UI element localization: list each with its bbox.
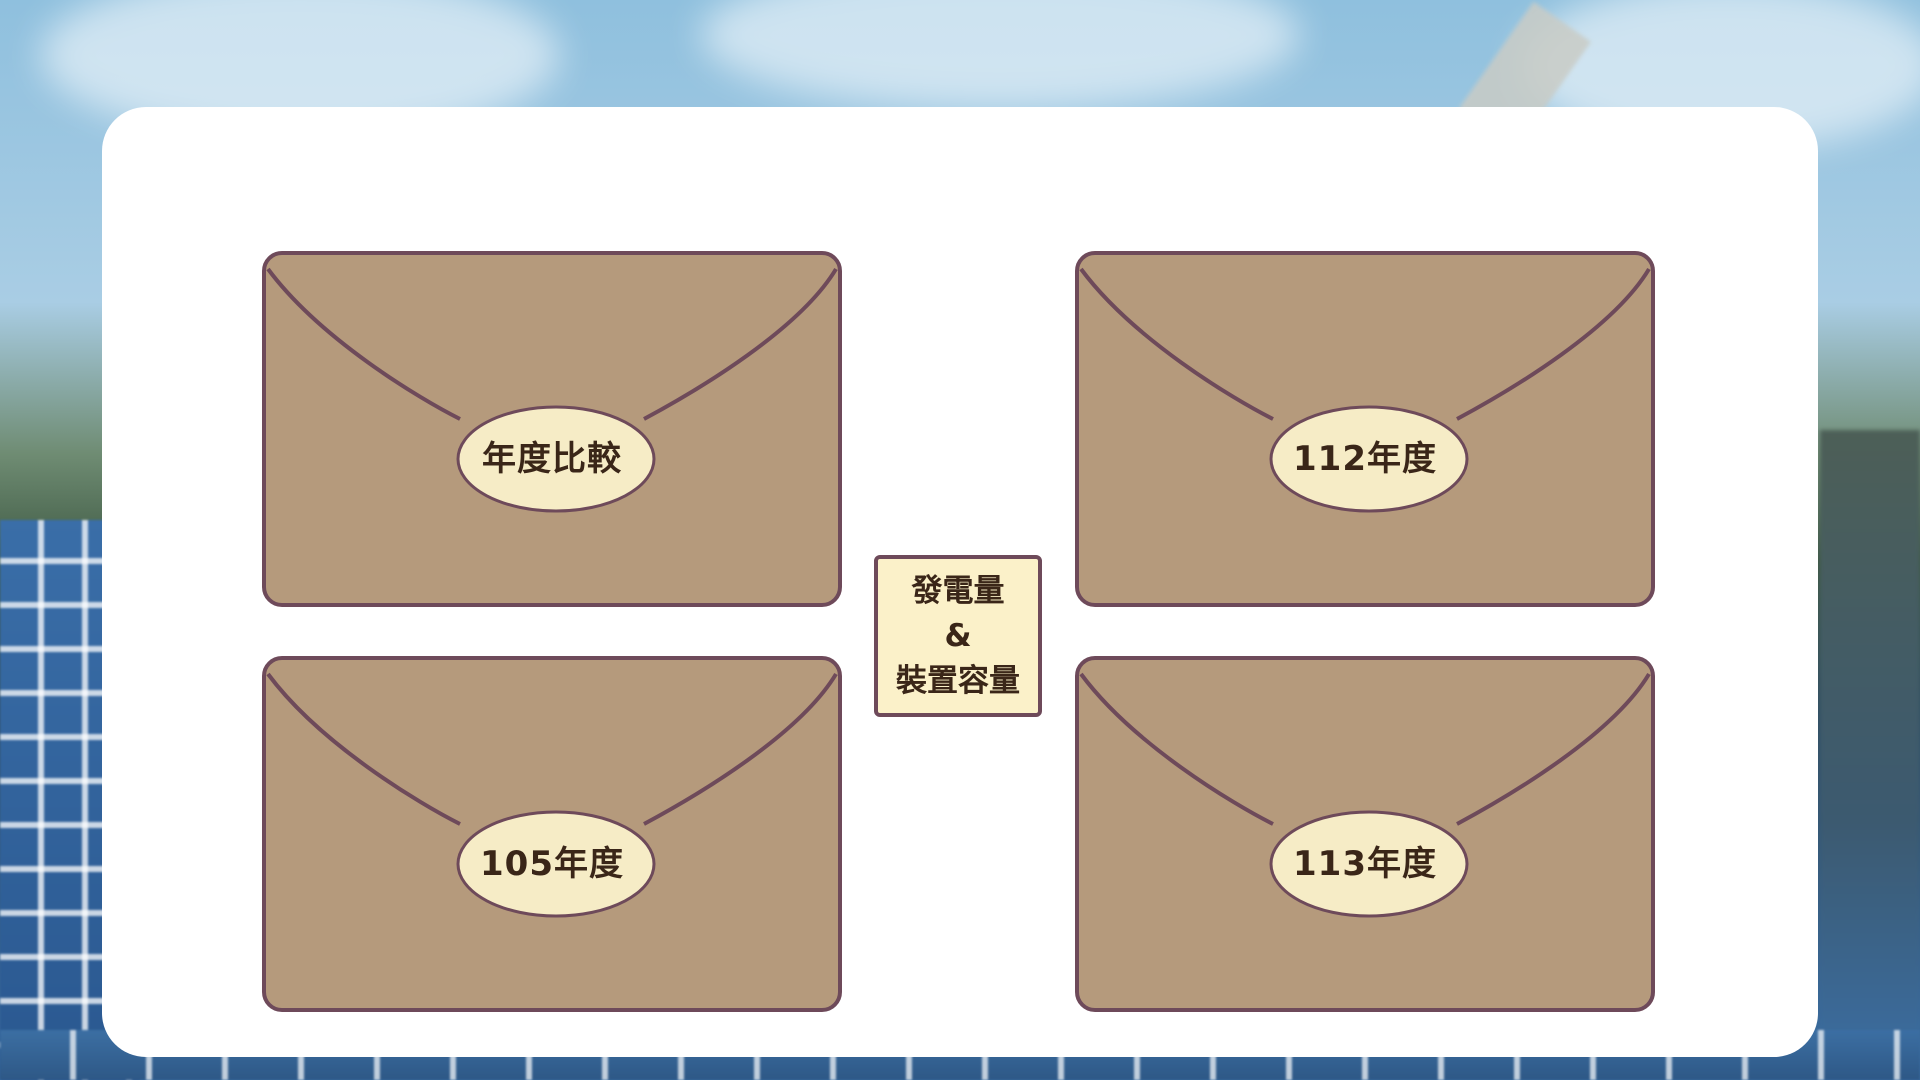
center-label-line1: 發電量 [911, 572, 1005, 609]
seal [456, 810, 656, 918]
envelope-icon [262, 251, 842, 607]
envelope-year-113[interactable]: 113年度 [1073, 654, 1657, 1014]
envelope-icon [1075, 251, 1655, 607]
envelope-year-112[interactable]: 112年度 [1073, 249, 1657, 609]
envelope-label: 年度比較 [482, 439, 622, 479]
seal [1269, 810, 1469, 918]
cloud [700, 0, 1300, 110]
envelope-icon [1075, 656, 1655, 1012]
seal [456, 405, 656, 513]
center-label-line3: 裝置容量 [896, 662, 1020, 699]
menu-card: 年度比較 112年度 105年度 113年度 [102, 107, 1818, 1057]
envelope-label: 113年度 [1293, 844, 1437, 884]
seal [1269, 405, 1469, 513]
envelope-label: 105年度 [480, 844, 624, 884]
center-label-line2: & [944, 617, 972, 654]
envelope-year-comparison[interactable]: 年度比較 [260, 249, 844, 609]
building-right [1820, 430, 1920, 1080]
envelope-year-105[interactable]: 105年度 [260, 654, 844, 1014]
envelope-label: 112年度 [1293, 439, 1437, 479]
envelope-icon [262, 656, 842, 1012]
center-title-label: 發電量 & 裝置容量 [874, 555, 1042, 717]
